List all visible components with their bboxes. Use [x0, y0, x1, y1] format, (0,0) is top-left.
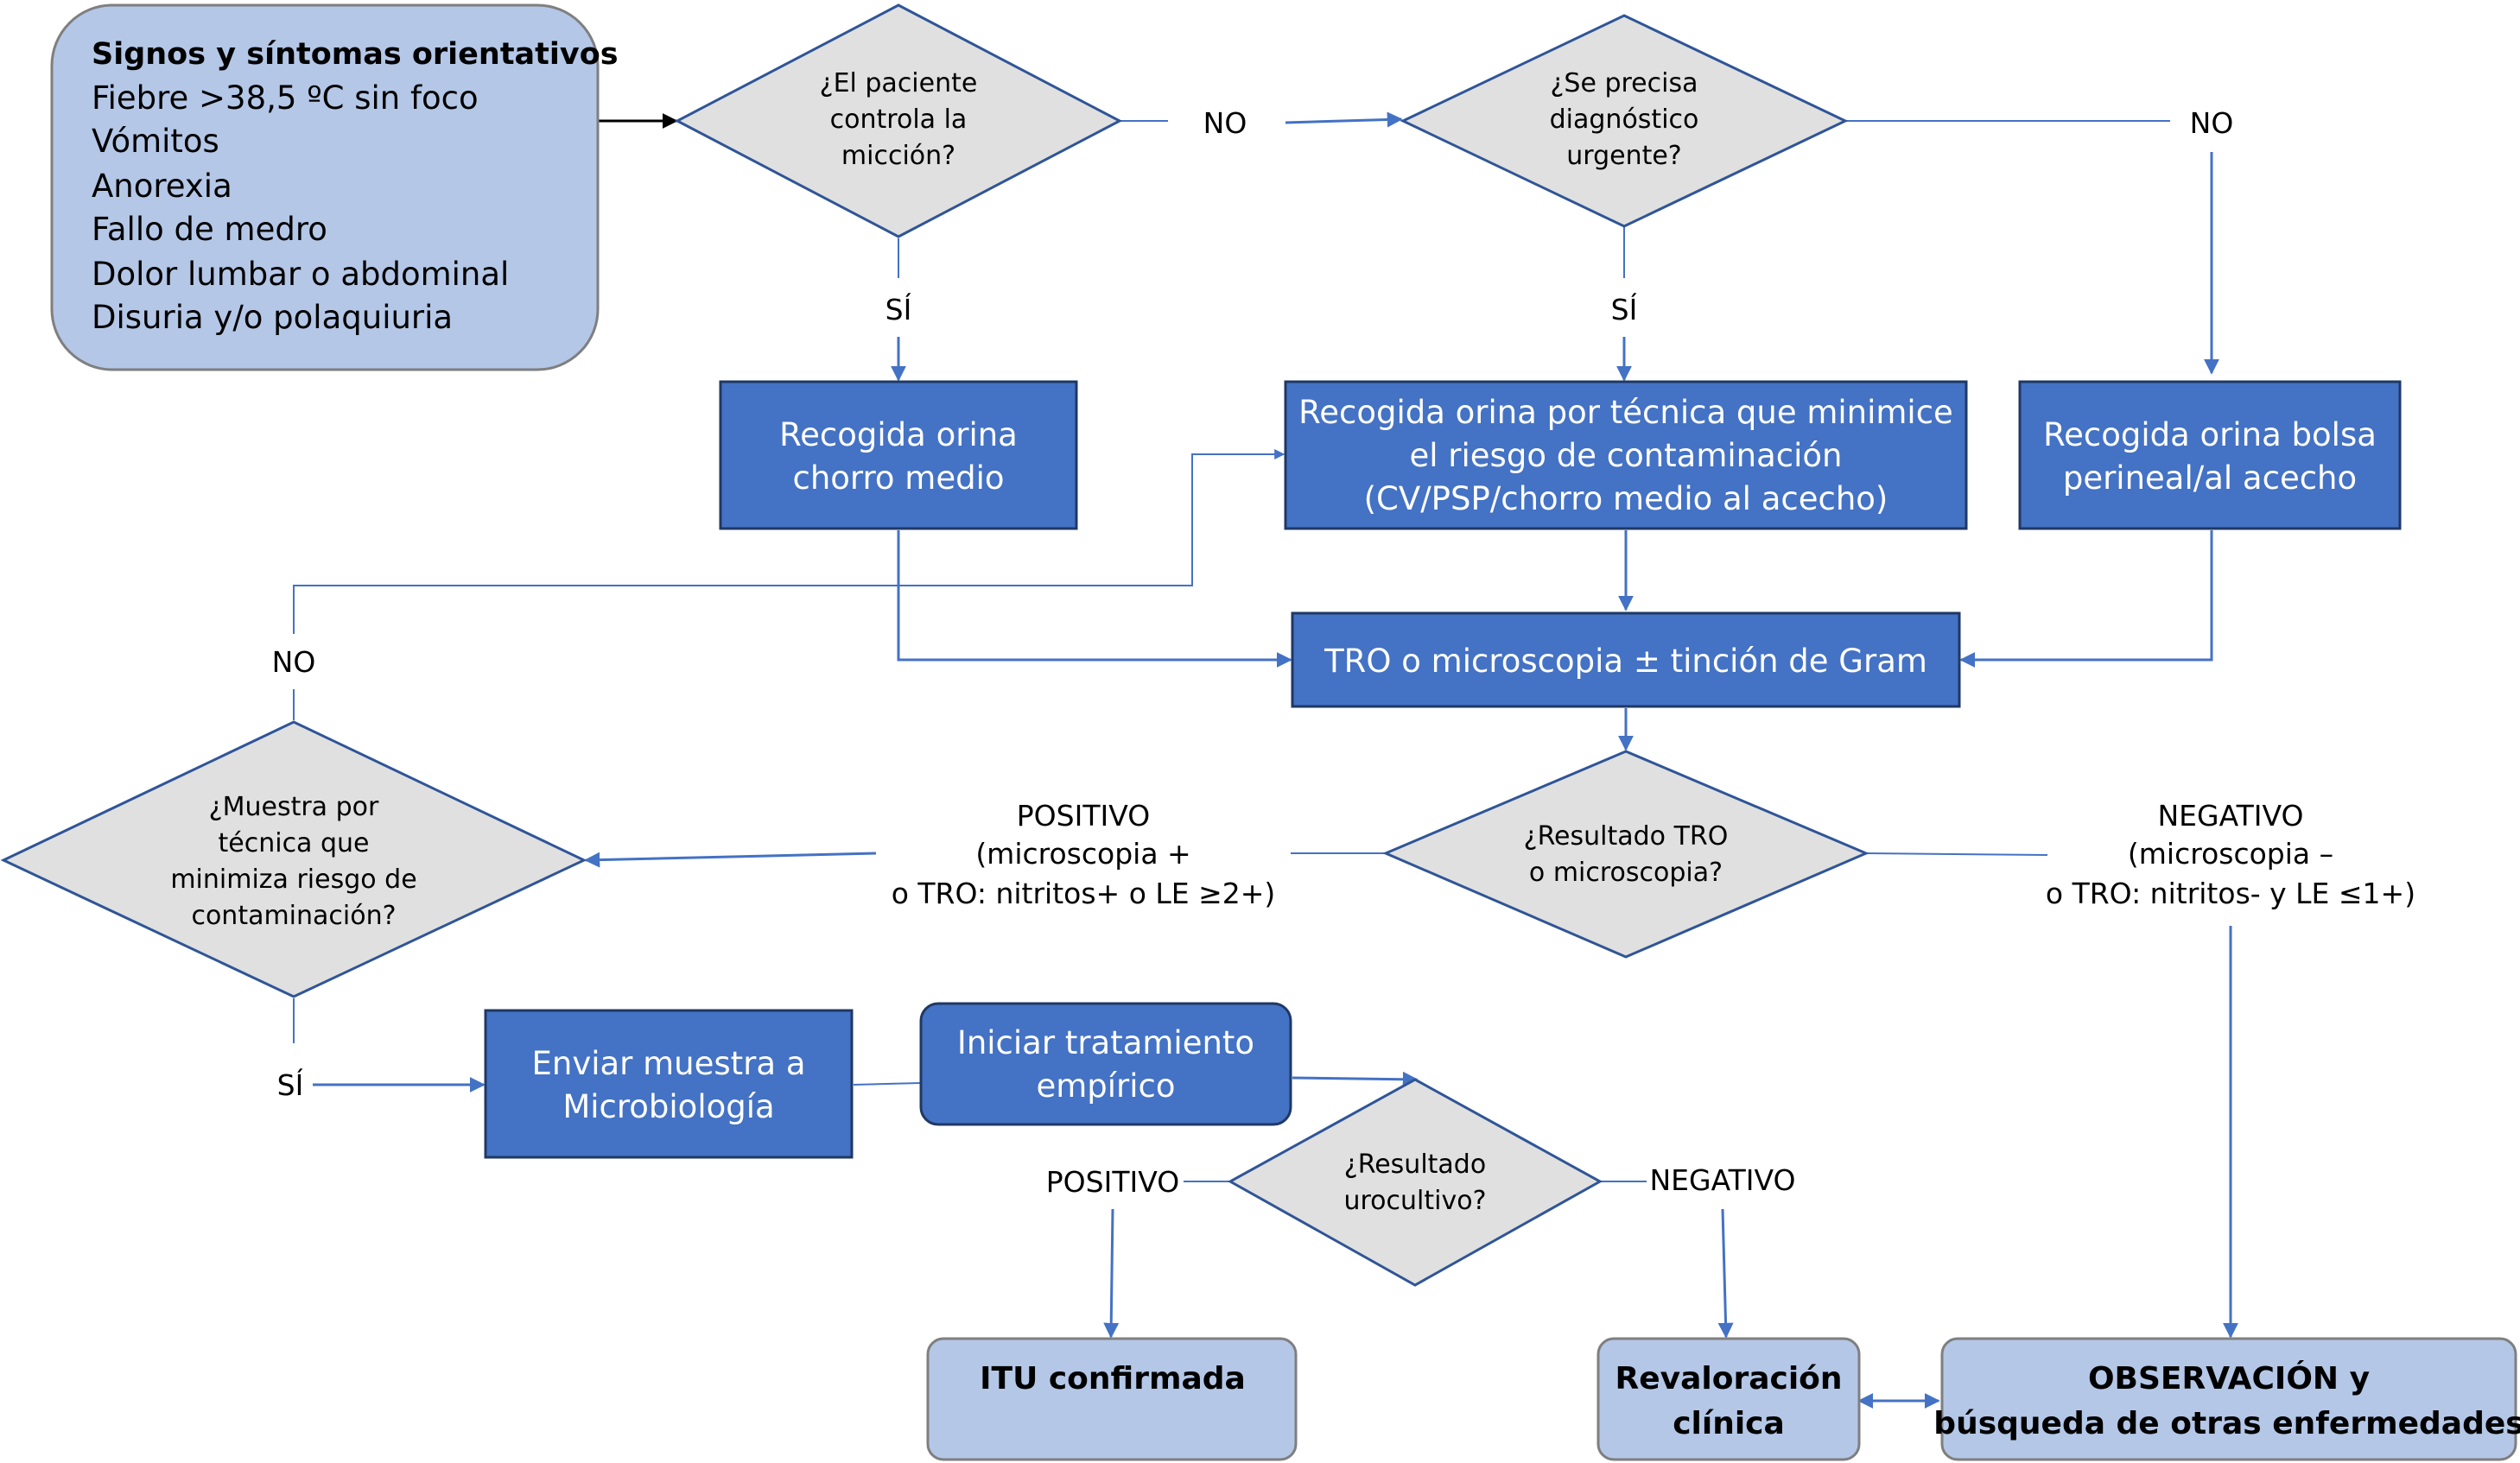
- decision-text: ¿El paciente: [820, 68, 978, 98]
- box-itu-confirmed: ITU confirmada: [926, 1337, 1298, 1461]
- box-empiric-treatment: Iniciar tratamiento empírico: [919, 1002, 1292, 1126]
- decision-text: técnica que: [219, 828, 370, 858]
- box-tro-microscopy: TRO o microscopia ± tinción de Gram: [1291, 611, 1961, 708]
- box-text: Microbiología: [562, 1088, 774, 1125]
- edge-positivo-to-technique: [584, 852, 877, 868]
- label-si-technique: SÍ: [277, 1067, 304, 1102]
- label-line: POSITIVO: [1017, 799, 1150, 833]
- box-text: Revaloración: [1615, 1361, 1842, 1396]
- box-text: Recogida orina por técnica que minimice: [1298, 394, 1953, 431]
- label-line: (microscopia +: [975, 837, 1190, 871]
- start-box-item: Vómitos: [92, 123, 219, 160]
- label-no-control: NO: [1203, 106, 1247, 140]
- label-negativo-tro: NEGATIVO (microscopia – o TRO: nitritos-…: [2046, 799, 2415, 910]
- box-text: empírico: [1036, 1067, 1175, 1105]
- box-text: Recogida orina: [779, 416, 1018, 453]
- decision-tro-result: ¿Resultado TRO o microscopia?: [1382, 750, 1869, 959]
- start-box-item: Dolor lumbar o abdominal: [92, 256, 509, 293]
- decision-text: contaminación?: [191, 901, 396, 931]
- edge-sendmicro-to-empiric: [853, 1082, 922, 1086]
- decision-text: urocultivo?: [1343, 1186, 1486, 1216]
- box-clinical-reassessment: Revaloración clínica: [1596, 1337, 1861, 1461]
- box-text: OBSERVACIÓN y: [2088, 1360, 2370, 1396]
- box-send-microbiology: Enviar muestra a Microbiología: [484, 1009, 854, 1159]
- label-line: (microscopia –: [2128, 837, 2333, 871]
- decision-urgent-diagnosis: ¿Se precisa diagnóstico urgente?: [1400, 14, 1849, 228]
- label-line: o TRO: nitritos- y LE ≤1+): [2046, 877, 2415, 910]
- decision-text: micción?: [841, 141, 955, 171]
- decision-text: ¿Resultado: [1344, 1150, 1486, 1180]
- box-text: Iniciar tratamiento: [957, 1024, 1254, 1061]
- box-text: perineal/al acecho: [2063, 459, 2357, 497]
- label-si-control: SÍ: [885, 292, 912, 326]
- box-min-contamination-collection: Recogida orina por técnica que minimice …: [1284, 380, 1968, 530]
- start-box-item: Disuria y/o polaquiuria: [92, 299, 453, 336]
- decision-text: urgente?: [1566, 141, 1681, 171]
- box-text: ITU confirmada: [980, 1361, 1246, 1396]
- start-box-item: Fiebre >38,5 ºC sin foco: [92, 79, 479, 117]
- label-positivo-tro: POSITIVO (microscopia + o TRO: nitritos+…: [892, 799, 1276, 910]
- edge-negativo-to-reval: [1717, 1208, 1734, 1339]
- label-line: NEGATIVO: [2158, 799, 2304, 833]
- start-box-title: Signos y síntomas orientativos: [92, 37, 619, 72]
- edge-positivo-to-itu: [1103, 1208, 1120, 1339]
- decision-culture-result: ¿Resultado urocultivo?: [1227, 1078, 1603, 1287]
- decision-text: ¿Resultado TRO: [1524, 821, 1729, 852]
- edge-empiric-to-culture: [1292, 1071, 1419, 1087]
- decision-text: o microscopia?: [1529, 858, 1723, 888]
- start-box-item: Anorexia: [92, 168, 232, 205]
- decision-control-urination: ¿El paciente controla la micción?: [674, 3, 1123, 238]
- label-negativo-culture: NEGATIVO: [1650, 1163, 1796, 1197]
- box-text: chorro medio: [793, 459, 1005, 497]
- decision-text: minimiza riesgo de: [170, 864, 416, 895]
- edge-no-to-mincontam: [293, 449, 1285, 634]
- edge-bag-to-tro: [1959, 530, 2213, 668]
- box-text: (CV/PSP/chorro medio al acecho): [1364, 480, 1888, 517]
- box-midstream-collection: Recogida orina chorro medio: [719, 380, 1078, 530]
- edge-midstream-to-tro: [897, 530, 1292, 668]
- box-text: Enviar muestra a: [531, 1045, 805, 1082]
- label-positivo-culture: POSITIVO: [1046, 1165, 1179, 1199]
- box-text: Recogida orina bolsa: [2043, 416, 2377, 453]
- start-box: Signos y síntomas orientativos Fiebre >3…: [50, 3, 619, 371]
- box-text: búsqueda de otras enfermedades: [1933, 1406, 2520, 1441]
- label-no-technique: NO: [272, 645, 316, 679]
- label-si-urgent: SÍ: [1611, 292, 1638, 326]
- start-box-item: Fallo de medro: [92, 211, 327, 248]
- decision-text: ¿Se precisa: [1551, 68, 1698, 98]
- label-line: o TRO: nitritos+ o LE ≥2+): [892, 877, 1276, 910]
- decision-sample-technique: ¿Muestra por técnica que minimiza riesgo…: [0, 720, 587, 998]
- decision-text: ¿Muestra por: [209, 792, 379, 822]
- box-text: TRO o microscopia ± tinción de Gram: [1323, 643, 1927, 680]
- edge-result-negativo: [1865, 852, 2048, 856]
- box-bag-collection: Recogida orina bolsa perineal/al acecho: [2018, 380, 2402, 530]
- box-text: clínica: [1673, 1406, 1785, 1441]
- box-text: el riesgo de contaminación: [1410, 437, 1843, 474]
- box-observation: OBSERVACIÓN y búsqueda de otras enfermed…: [1933, 1337, 2520, 1461]
- decision-text: controla la: [830, 104, 968, 135]
- edge-no-to-urgent: [1285, 111, 1403, 128]
- label-no-urgent: NO: [2190, 106, 2234, 140]
- decision-text: diagnóstico: [1550, 104, 1699, 135]
